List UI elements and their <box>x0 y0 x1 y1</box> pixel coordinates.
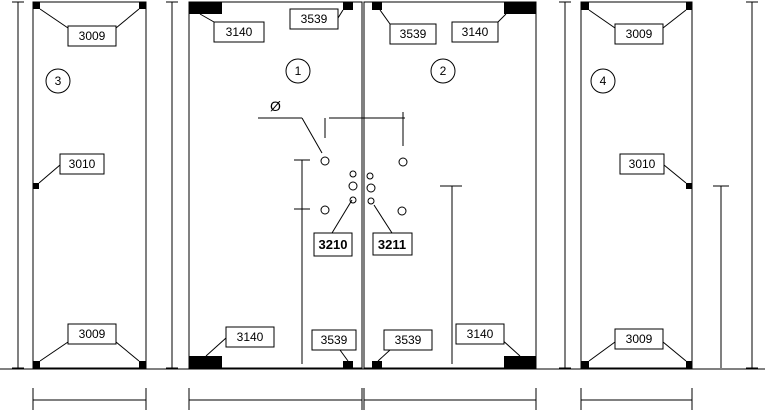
panel-1: 1 3140 3539 3140 3539 Ø <box>188 1 363 369</box>
part-label: 3010 <box>619 153 665 175</box>
svg-text:3140: 3140 <box>462 25 489 39</box>
svg-text:3539: 3539 <box>400 27 427 41</box>
part-label: 3140 <box>225 326 275 348</box>
part-label: 3009 <box>67 25 117 47</box>
part-label: 3140 <box>213 21 265 43</box>
svg-text:3539: 3539 <box>321 333 348 347</box>
panel-4: 4 3009 3010 3009 <box>580 1 693 369</box>
svg-text:3009: 3009 <box>626 332 653 346</box>
svg-text:3010: 3010 <box>69 157 96 171</box>
part-label: 3009 <box>614 328 664 350</box>
svg-text:3009: 3009 <box>626 27 653 41</box>
svg-text:3140: 3140 <box>467 327 494 341</box>
panel-number: 2 <box>440 64 447 78</box>
svg-text:3211: 3211 <box>378 237 406 252</box>
part-label: 3009 <box>614 23 664 45</box>
part-label: 3010 <box>59 153 105 175</box>
part-label: 3539 <box>311 329 357 351</box>
part-label: 3539 <box>383 329 433 351</box>
part-label: 3140 <box>451 21 499 43</box>
panel-number: 4 <box>600 74 607 88</box>
svg-text:3009: 3009 <box>79 29 106 43</box>
panel-number: 3 <box>55 74 62 88</box>
panel-number: 1 <box>295 64 302 78</box>
part-label: 3539 <box>289 8 339 30</box>
diameter-symbol: Ø <box>270 98 281 114</box>
panel-3: 3 3009 3010 3009 <box>32 1 147 369</box>
panel-2: 2 3539 3140 3539 3140 3211 <box>329 1 537 369</box>
svg-text:3140: 3140 <box>237 330 264 344</box>
svg-text:3140: 3140 <box>226 25 253 39</box>
part-label: 3140 <box>455 323 505 345</box>
svg-text:3009: 3009 <box>79 327 106 341</box>
part-label: 3539 <box>389 23 437 45</box>
part-label: 3009 <box>67 323 117 345</box>
svg-text:3539: 3539 <box>301 12 328 26</box>
svg-text:3539: 3539 <box>395 333 422 347</box>
svg-text:3010: 3010 <box>629 157 656 171</box>
handle-label: 3210 <box>313 199 353 257</box>
handle-label: 3211 <box>372 204 413 256</box>
svg-text:3210: 3210 <box>319 237 348 252</box>
